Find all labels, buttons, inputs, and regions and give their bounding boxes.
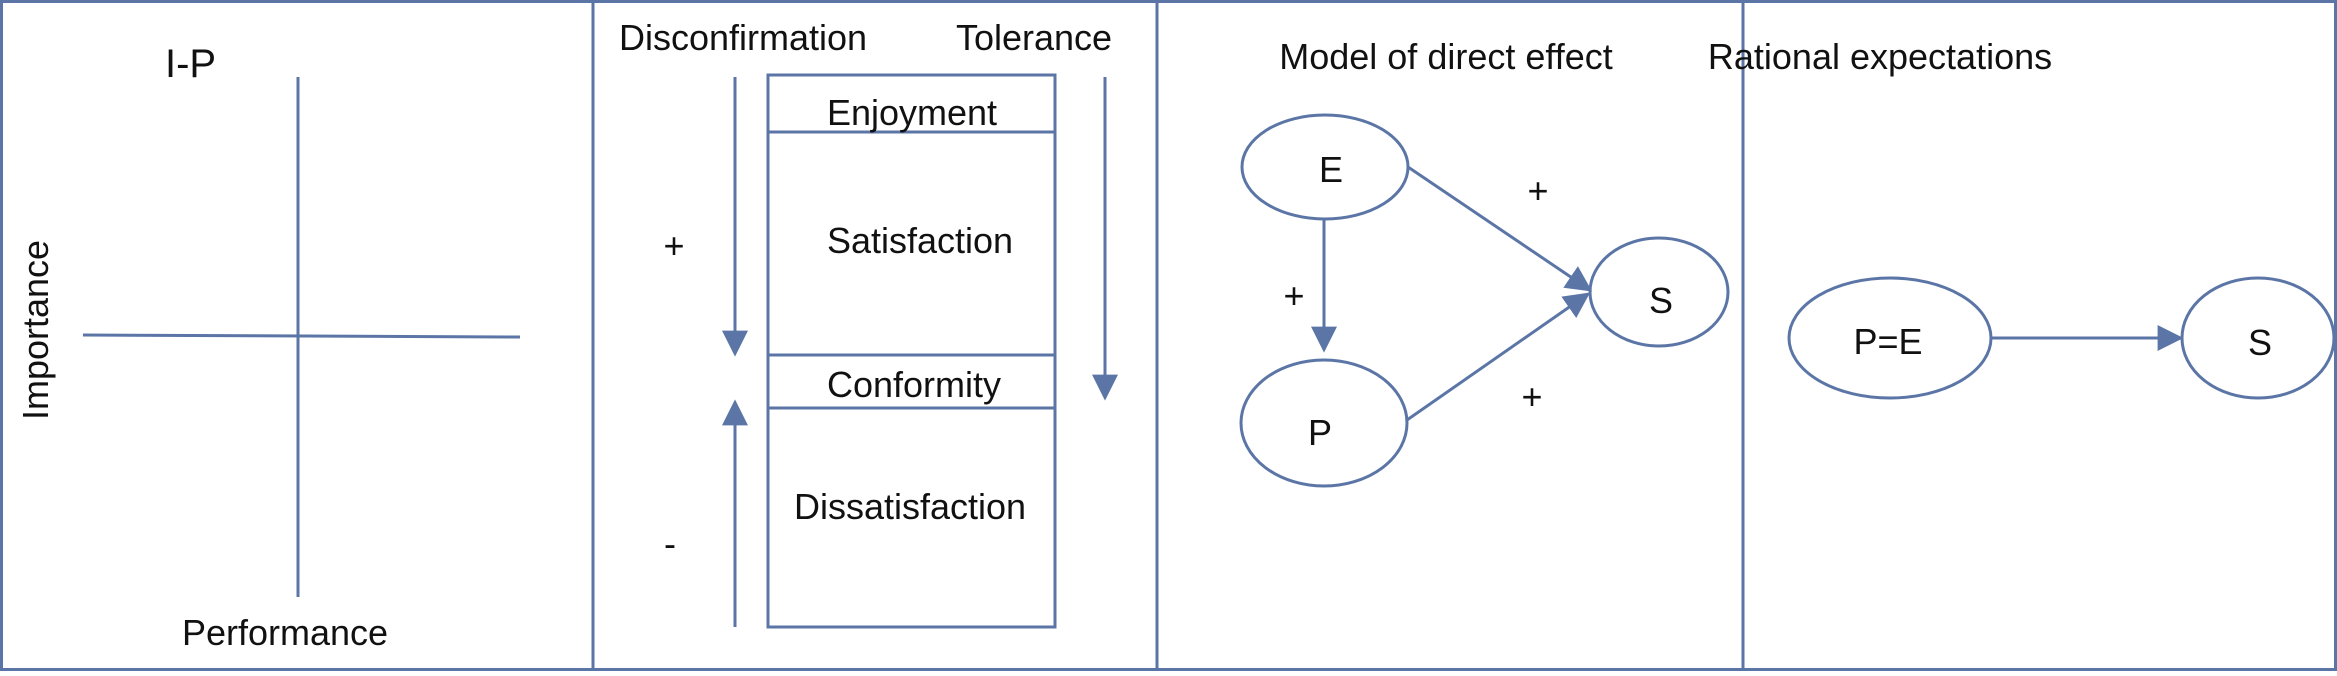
zone-box (766, 73, 1057, 629)
node-e-label: E (1319, 149, 1343, 190)
band-satisfaction: Satisfaction (827, 220, 1013, 261)
panel-rational-expectations: Rational expectations P=E S (1708, 36, 2336, 400)
panel-ip: I-P Importance Performance (15, 42, 521, 653)
panel-disconfirmation: Disconfirmation Tolerance Enjoyment Sati… (619, 17, 1118, 629)
node-s (1588, 236, 1730, 348)
edge-e-to-p-sign: + (1283, 275, 1304, 316)
band-conformity: Conformity (827, 364, 1001, 405)
node-p (1239, 358, 1409, 488)
edge-p-to-s (1406, 292, 1591, 422)
ip-title: I-P (165, 42, 216, 86)
ip-horizontal-axis (82, 333, 521, 339)
panel-direct-effect: Model of direct effect E P S + + + (1239, 36, 1730, 488)
positive-sign: + (663, 225, 684, 266)
node-p-label: P (1308, 412, 1332, 453)
ip-y-axis-label: Importance (15, 240, 56, 420)
band-enjoyment: Enjoyment (827, 92, 997, 133)
node-s-rational-label: S (2248, 322, 2272, 363)
edge-e-to-s (1407, 165, 1593, 292)
band-dissatisfaction: Dissatisfaction (794, 486, 1026, 527)
edge-p-to-s-sign: + (1521, 376, 1542, 417)
direct-effect-title: Model of direct effect (1279, 36, 1613, 77)
node-pe-label: P=E (1853, 321, 1922, 362)
negative-sign: - (664, 523, 676, 564)
disconfirmation-label: Disconfirmation (619, 17, 867, 58)
node-s-label: S (1649, 280, 1673, 321)
tolerance-label: Tolerance (956, 17, 1112, 58)
edge-e-to-s-sign: + (1527, 170, 1548, 211)
ip-x-axis-label: Performance (182, 612, 388, 653)
rational-expectations-title: Rational expectations (1708, 36, 2052, 77)
